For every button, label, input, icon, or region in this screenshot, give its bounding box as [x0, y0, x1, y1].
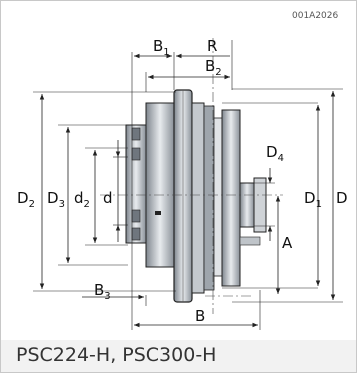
dim-label-B: B — [195, 307, 205, 325]
product-caption: PSC224-H, PSC300-H — [16, 344, 217, 366]
dim-label-d: d — [103, 189, 113, 207]
caption-bar — [1, 340, 356, 372]
drawing-code: 001A2026 — [292, 11, 339, 21]
dim-label-D1: D1 — [304, 189, 322, 210]
extension-lines — [33, 40, 343, 330]
dim-label-B1: B1 — [153, 37, 170, 58]
dimension-lines — [39, 53, 336, 328]
outer-ring — [221, 109, 241, 287]
left-thread-part — [125, 124, 147, 244]
dim-label-B2: B2 — [205, 57, 222, 78]
center-lines — [100, 38, 283, 314]
spindle-nose — [239, 182, 255, 228]
dim-label-A: A — [282, 234, 293, 252]
dim-label-R: R — [207, 37, 217, 55]
hub — [145, 102, 175, 268]
bearing-body — [125, 89, 267, 303]
dim-label-D4: D4 — [266, 143, 284, 164]
dim-label-B3: B3 — [94, 281, 111, 302]
dim-label-D2: D2 — [17, 189, 35, 210]
dim-label-d2: d2 — [74, 189, 90, 210]
dim-label-D3: D3 — [47, 189, 65, 210]
dim-label-D: D — [336, 189, 348, 207]
inner-race — [191, 102, 205, 294]
